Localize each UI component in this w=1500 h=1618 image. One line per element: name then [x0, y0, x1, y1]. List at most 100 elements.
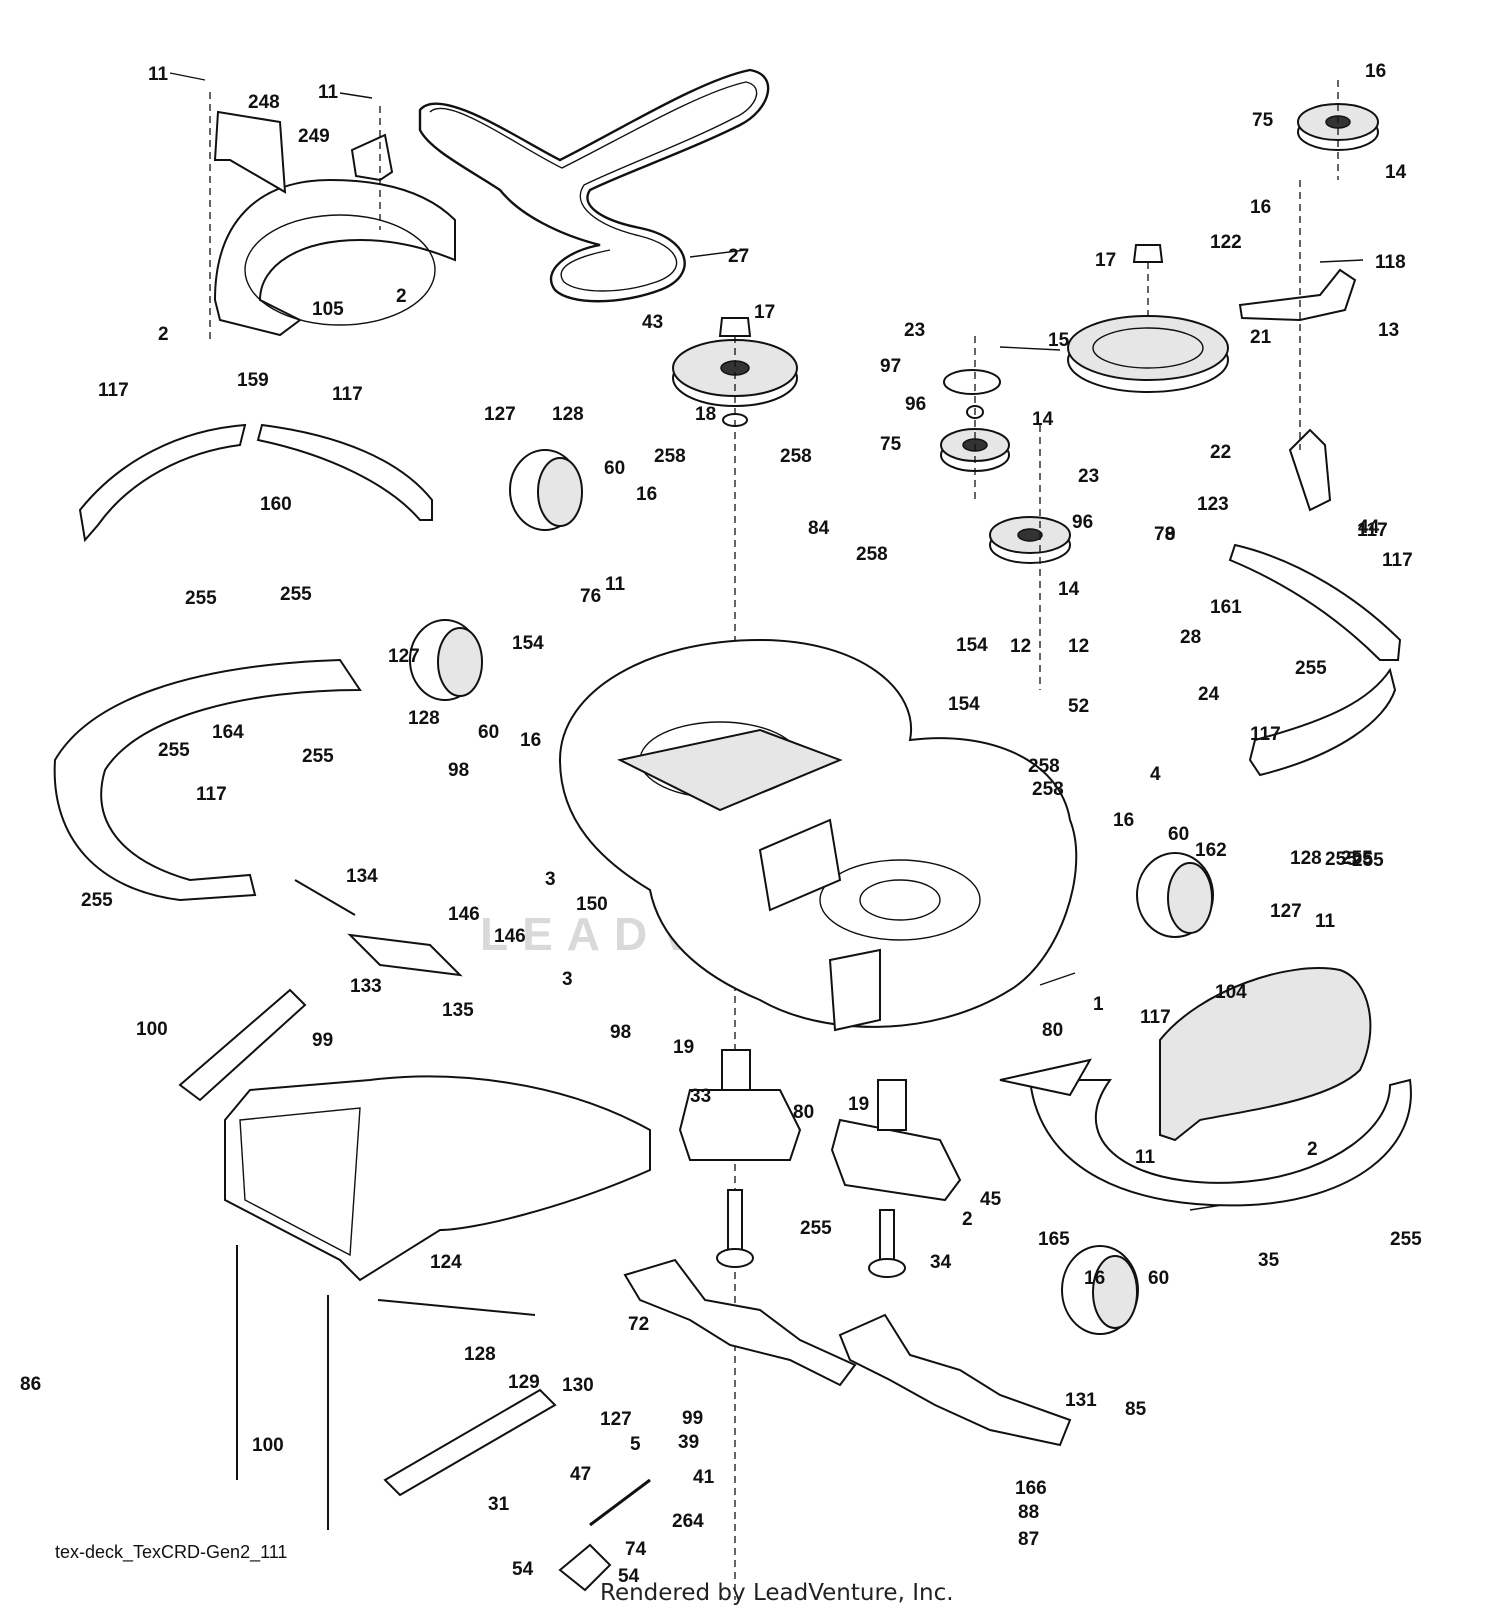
callout-99: 99: [682, 1408, 703, 1429]
callout-87: 87: [1018, 1529, 1039, 1550]
cover-104: [1159, 967, 1372, 1142]
callout-122: 122: [1210, 232, 1242, 253]
callout-255: 255: [1352, 850, 1384, 871]
callout-24: 24: [1198, 684, 1220, 705]
callout-117: 117: [1140, 1007, 1171, 1028]
pulley-15: [1067, 315, 1229, 393]
callout-98: 98: [448, 760, 469, 781]
callout-16: 16: [1365, 61, 1386, 82]
callout-5: 5: [630, 1434, 641, 1455]
discharge-chute-72: [224, 1075, 651, 1282]
baffle-165: [1028, 1078, 1412, 1207]
callout-255: 255: [280, 584, 312, 605]
callout-127: 127: [484, 404, 516, 425]
wheel-128-bottom: [1061, 1245, 1139, 1335]
callout-74: 74: [625, 1539, 647, 1560]
callout-18: 18: [695, 404, 716, 425]
callout-166: 166: [1015, 1478, 1047, 1499]
callout-258: 258: [1028, 756, 1060, 777]
callout-255: 255: [800, 1218, 832, 1239]
link-99-top: [178, 988, 307, 1102]
callout-47: 47: [570, 1464, 591, 1485]
callout-154: 154: [948, 694, 980, 715]
callout-35: 35: [1258, 1250, 1280, 1271]
bracket-118: [1238, 268, 1357, 322]
callout-88: 88: [1018, 1502, 1039, 1523]
callout-258: 258: [654, 446, 686, 467]
callout-255: 255: [81, 890, 113, 911]
rod-129: [377, 1299, 536, 1316]
baffle-159: [78, 423, 247, 543]
callout-86: 86: [20, 1374, 41, 1395]
drawing-code: tex-deck_TexCRD-Gen2_111: [55, 1542, 287, 1563]
bracket-117-right: [999, 1058, 1092, 1097]
chute-opening: [239, 1107, 361, 1257]
discharge-cover-105: [213, 178, 456, 337]
callout-249: 249: [298, 126, 330, 147]
bracket-166: [558, 1543, 612, 1592]
callout-16: 16: [1113, 810, 1134, 831]
callout-117: 117: [1382, 550, 1413, 571]
mower-deck-1: [558, 638, 1078, 1032]
callout-133: 133: [350, 976, 382, 997]
callout-80: 80: [793, 1102, 814, 1123]
callout-117: 117: [1250, 724, 1281, 745]
idler-pulley-75-right: [1297, 103, 1379, 151]
nut-17-right: [1132, 244, 1164, 263]
callout-162: 162: [1195, 840, 1227, 861]
wheel-128-top: [509, 449, 583, 531]
callout-134: 134: [346, 866, 378, 887]
callout-16: 16: [636, 484, 657, 505]
cover-97: [943, 369, 1001, 395]
callout-16: 16: [520, 730, 541, 751]
callout-45: 45: [980, 1189, 1002, 1210]
callout-80: 80: [1042, 1020, 1063, 1041]
callout-23: 23: [1078, 466, 1099, 487]
callout-128: 128: [552, 404, 584, 425]
callout-128: 128: [1290, 848, 1322, 869]
callout-98: 98: [610, 1022, 631, 1043]
callout-97: 97: [880, 356, 901, 377]
render-credit: Rendered by LeadVenture, Inc.: [600, 1580, 954, 1606]
callout-96: 96: [1072, 512, 1093, 533]
callout-124: 124: [430, 1252, 462, 1273]
callout-128: 128: [408, 708, 440, 729]
callout-43: 43: [642, 312, 663, 333]
callout-258: 258: [1032, 779, 1064, 800]
callout-118: 118: [1375, 252, 1406, 273]
callout-154: 154: [512, 633, 544, 654]
callout-131: 131: [1065, 1390, 1097, 1411]
callout-117: 117: [196, 784, 227, 805]
blade-35: [623, 1258, 857, 1387]
callout-123: 123: [1197, 494, 1229, 515]
callout-146: 146: [448, 904, 480, 925]
callout-60: 60: [478, 722, 499, 743]
callout-255: 255: [302, 746, 334, 767]
callout-22: 22: [1210, 442, 1231, 463]
baffle-160: [256, 423, 433, 521]
bracket-22: [1288, 428, 1332, 512]
callout-3: 3: [545, 869, 556, 890]
callout-255: 255: [185, 588, 217, 609]
callout-17: 17: [1095, 250, 1116, 271]
callout-258: 258: [780, 446, 812, 467]
baffle-161: [1228, 543, 1402, 661]
spindle-45: [830, 1079, 962, 1202]
callout-154: 154: [956, 635, 988, 656]
callout-160: 160: [260, 494, 292, 515]
callout-12: 12: [1010, 636, 1031, 657]
shaft-124: [868, 1209, 906, 1278]
callout-72: 72: [628, 1314, 649, 1335]
shaft-34: [716, 1189, 754, 1268]
callout-4: 4: [1150, 764, 1161, 785]
callout-75: 75: [1252, 110, 1274, 131]
callout-85: 85: [1125, 1399, 1147, 1420]
link-99-bottom: [383, 1388, 557, 1497]
callout-16: 16: [1250, 197, 1271, 218]
callout-117: 117: [332, 384, 363, 405]
callout-3: 3: [562, 969, 573, 990]
callout-11: 11: [605, 574, 626, 595]
callout-161: 161: [1210, 597, 1242, 618]
callout-16: 16: [1084, 1268, 1105, 1289]
